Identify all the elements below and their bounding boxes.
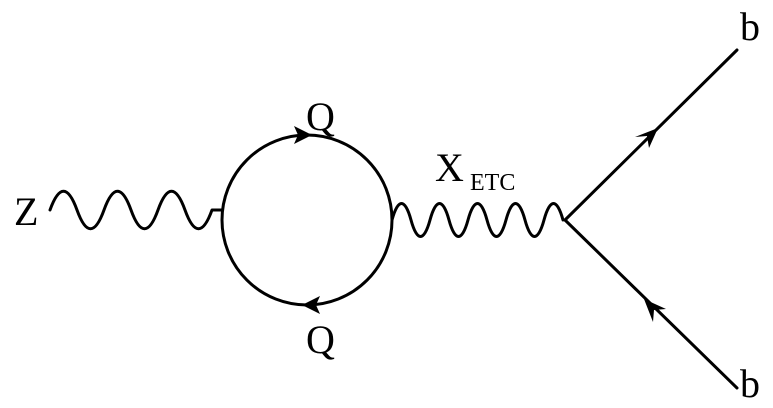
loop-bottom-label: Q [306,317,335,362]
fermion-loop [220,133,394,307]
b-quark-lower-arrow [644,299,666,322]
xetc-label: X [435,145,464,190]
loop-bottom-arrow [302,296,320,314]
xetc-propagator [390,202,565,238]
b-upper-label: b [740,4,760,49]
z-boson-propagator [48,189,224,231]
b-lower-label: b [740,361,760,406]
loop-top-arrow [294,126,312,144]
z-label: Z [14,189,38,234]
xetc-subscript: ETC [470,170,515,196]
loop-top-label: Q [306,94,335,139]
b-quark-upper-arrow [635,128,658,148]
